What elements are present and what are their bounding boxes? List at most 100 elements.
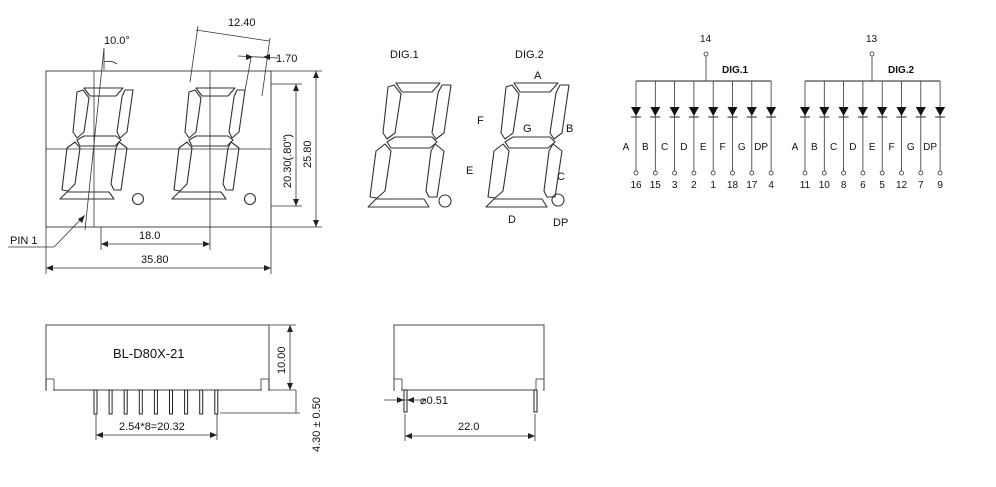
pin-number-dig1-0: 16 xyxy=(630,180,642,191)
circuit-seg-dig2-dp: DP xyxy=(923,142,937,153)
pin-number-dig2-5: 12 xyxy=(896,180,908,191)
seg-digit-2 xyxy=(485,82,570,208)
dimension-1-70: 1.70 xyxy=(276,53,297,65)
part-number: BL-D80X-21 xyxy=(113,346,185,361)
side-pin xyxy=(199,389,204,415)
diode-dig1-g xyxy=(746,107,757,116)
circuit-seg-dig1-g: G xyxy=(738,142,746,153)
seg-label-d: D xyxy=(508,214,516,226)
pin-number-dig1-6: 17 xyxy=(746,180,758,191)
pin1-label: PIN 1 xyxy=(10,235,38,247)
pin-node-dig2-0 xyxy=(802,170,808,176)
pin-node-dig1-6 xyxy=(749,170,755,176)
circuit-seg-dig2-e: E xyxy=(869,142,876,153)
pin-node-dig1-7 xyxy=(768,170,774,176)
seg-digit-1-dp xyxy=(438,194,452,208)
diode-dig1-c xyxy=(669,107,680,116)
front-digit-1-dp xyxy=(131,192,145,206)
pin-node-dig1-0 xyxy=(633,170,639,176)
side-view: BL-D80X-21 10.00 4.30 ± 0.50 2.54*8=20.3… xyxy=(45,324,323,452)
dimension-22-0: 22.0 xyxy=(458,421,479,433)
diode-dig2-g xyxy=(915,107,926,116)
circuit-seg-dig1-d: D xyxy=(680,142,687,153)
common-pin-node-dig1 xyxy=(703,51,709,57)
dimension-pin-pitch: 2.54*8=20.32 xyxy=(119,421,185,433)
pin-number-dig1-4: 1 xyxy=(710,180,716,191)
pin-node-dig2-2 xyxy=(841,170,846,176)
pin-number-dig2-7: 9 xyxy=(937,180,943,191)
common-pin-dig2: 13 xyxy=(866,34,878,45)
common-pin-dig1: 14 xyxy=(700,34,712,45)
end-view-pin-left xyxy=(403,389,408,413)
front-view: 10.0° 12.40 1.70 20.30(.80") 25.80 18.0 xyxy=(8,17,322,274)
pin-node-dig2-4 xyxy=(879,170,885,176)
pin-number-dig1-7: 4 xyxy=(768,180,774,191)
seg-label-g: G xyxy=(523,123,532,135)
diode-dig1-a xyxy=(631,107,641,116)
side-pin xyxy=(108,389,113,415)
diode-dig1-b xyxy=(650,107,661,116)
pin-node-dig1-5 xyxy=(730,170,735,176)
pin-node-dig1-2 xyxy=(672,170,677,176)
dimension-12-40: 12.40 xyxy=(228,17,256,29)
circuit-seg-dig1-c: C xyxy=(661,142,668,153)
diode-dig1-f xyxy=(727,107,738,116)
side-view-pins xyxy=(93,389,219,415)
diode-dig2-b xyxy=(819,107,830,116)
side-pin xyxy=(93,389,98,415)
circuit-seg-dig2-c: C xyxy=(830,142,837,153)
dig2-label: DIG.2 xyxy=(515,49,544,61)
front-digit-2-dp xyxy=(243,192,257,206)
diode-dig2-f xyxy=(896,107,907,116)
dimension-pin-diameter: ⌀0.51 xyxy=(420,395,448,407)
pin-number-dig1-2: 3 xyxy=(672,180,678,191)
pin-number-dig1-3: 2 xyxy=(691,180,697,191)
seg-digit-1 xyxy=(367,82,452,208)
diode-dig2-dp xyxy=(935,107,946,116)
circuit-seg-dig2-g: G xyxy=(907,142,915,153)
circuit-label-dig1: DIG.1 xyxy=(722,65,749,76)
pin-number-dig2-2: 8 xyxy=(841,180,847,191)
circuit-seg-dig1-dp: DP xyxy=(754,142,768,153)
diode-dig1-d xyxy=(688,107,699,116)
side-pin xyxy=(123,389,128,415)
end-view: ⌀0.51 22.0 xyxy=(384,324,545,441)
end-view-pin-right xyxy=(533,389,538,413)
pin-node-dig2-3 xyxy=(860,170,866,176)
pin-number-dig1-5: 18 xyxy=(727,180,739,191)
pin-number-dig2-4: 5 xyxy=(879,180,885,191)
diode-dig2-d xyxy=(857,107,868,116)
pin-node-dig2-5 xyxy=(899,170,904,176)
diode-dig2-a xyxy=(800,107,810,116)
dimension-18-0: 18.0 xyxy=(139,230,160,242)
circuit-seg-dig1-e: E xyxy=(700,142,707,153)
side-pin xyxy=(214,389,219,415)
diode-dig2-e xyxy=(877,107,888,116)
circuit-seg-dig2-d: D xyxy=(849,142,856,153)
circuit-seg-dig2-b: B xyxy=(811,142,818,153)
dimension-25-80: 25.80 xyxy=(302,140,314,168)
pin-node-dig1-3 xyxy=(691,170,697,176)
pin-number-dig2-3: 6 xyxy=(860,180,866,191)
circuit-seg-dig2-f: F xyxy=(888,142,894,153)
seg-label-dp: DP xyxy=(553,217,568,229)
diode-dig1-e xyxy=(708,107,719,116)
pin-number-dig1-1: 15 xyxy=(650,180,662,191)
pin-number-dig2-1: 10 xyxy=(819,180,831,191)
circuit-diagram: 14DIG.1A16B15C3D2E1F18G17DP413DIG.2A11B1… xyxy=(623,34,946,191)
diode-dig2-c xyxy=(838,107,849,116)
dimension-4-30: 4.30 ± 0.50 xyxy=(311,397,323,452)
segment-diagram: DIG.1 DIG.2 A B C D E F G DP xyxy=(367,49,573,229)
seg-label-a: A xyxy=(534,70,542,82)
pin-node-dig1-4 xyxy=(710,170,716,176)
dig1-label: DIG.1 xyxy=(390,49,419,61)
pin-node-dig1-1 xyxy=(652,170,658,176)
diode-dig1-dp xyxy=(766,107,777,116)
circuit-seg-dig1-b: B xyxy=(642,142,649,153)
seg-digit-2-dp xyxy=(551,193,565,207)
pin-node-dig2-1 xyxy=(821,170,827,176)
circuit-seg-dig1-a: A xyxy=(623,142,630,153)
